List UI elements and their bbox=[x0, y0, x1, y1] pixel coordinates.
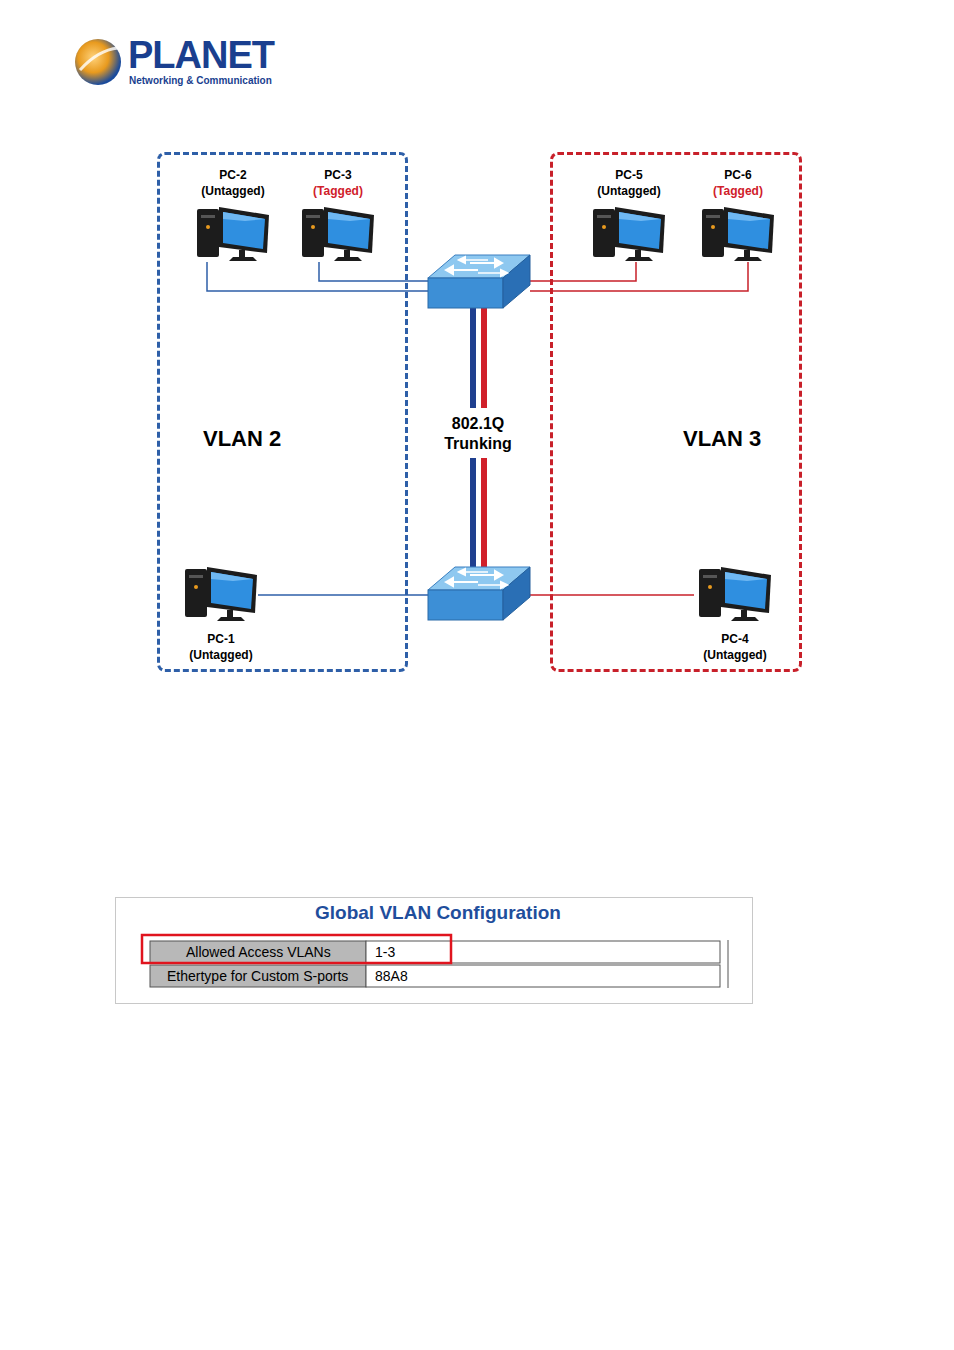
pc-icon bbox=[697, 563, 773, 625]
table-header-cell: Ethertype for Custom S-ports bbox=[167, 968, 348, 984]
trunk-label: 802.1Q Trunking bbox=[430, 413, 526, 455]
table-title: Global VLAN Configuration bbox=[315, 902, 561, 924]
pc-name: PC-6 bbox=[724, 167, 751, 183]
port-mode: (Untagged) bbox=[597, 183, 660, 199]
switch-bottom bbox=[428, 567, 530, 620]
vlan-name: VLAN 3 bbox=[683, 426, 761, 452]
pc-name: PC-3 bbox=[324, 167, 351, 183]
pc-icon bbox=[300, 203, 376, 265]
config-table bbox=[116, 898, 753, 1004]
vlan-name: VLAN 2 bbox=[203, 426, 281, 452]
port-mode: (Tagged) bbox=[313, 183, 363, 199]
pc-node: PC-4(Untagged) bbox=[685, 563, 785, 663]
port-mode: (Tagged) bbox=[713, 183, 763, 199]
port-mode: (Untagged) bbox=[703, 647, 766, 663]
table-value-cell: 1-3 bbox=[375, 944, 395, 960]
wires bbox=[207, 262, 748, 595]
pc-node: PC-1(Untagged) bbox=[171, 563, 271, 663]
pc-icon bbox=[591, 203, 667, 265]
pc-node: PC-2(Untagged) bbox=[183, 167, 283, 265]
logo-tagline: Networking & Communication bbox=[129, 75, 272, 86]
vlan-region: VLAN 3PC-5(Untagged)PC-6(Tagged)PC-4(Unt… bbox=[550, 152, 802, 672]
table-header-cell: Allowed Access VLANs bbox=[186, 944, 331, 960]
pc-name: PC-4 bbox=[721, 631, 748, 647]
port-mode: (Untagged) bbox=[189, 647, 252, 663]
pc-name: PC-1 bbox=[207, 631, 234, 647]
pc-icon bbox=[183, 563, 259, 625]
vlan-region: VLAN 2PC-2(Untagged)PC-3(Tagged)PC-1(Unt… bbox=[157, 152, 408, 672]
pc-icon bbox=[700, 203, 776, 265]
pc-node: PC-6(Tagged) bbox=[688, 167, 788, 265]
switch-top bbox=[428, 255, 530, 308]
logo-globe bbox=[75, 39, 121, 85]
pc-node: PC-5(Untagged) bbox=[579, 167, 679, 265]
pc-name: PC-5 bbox=[615, 167, 642, 183]
pc-name: PC-2 bbox=[219, 167, 246, 183]
table-value-cell: 88A8 bbox=[375, 968, 408, 984]
logo-text: PLANET bbox=[128, 34, 274, 77]
pc-icon bbox=[195, 203, 271, 265]
pc-node: PC-3(Tagged) bbox=[288, 167, 388, 265]
port-mode: (Untagged) bbox=[201, 183, 264, 199]
